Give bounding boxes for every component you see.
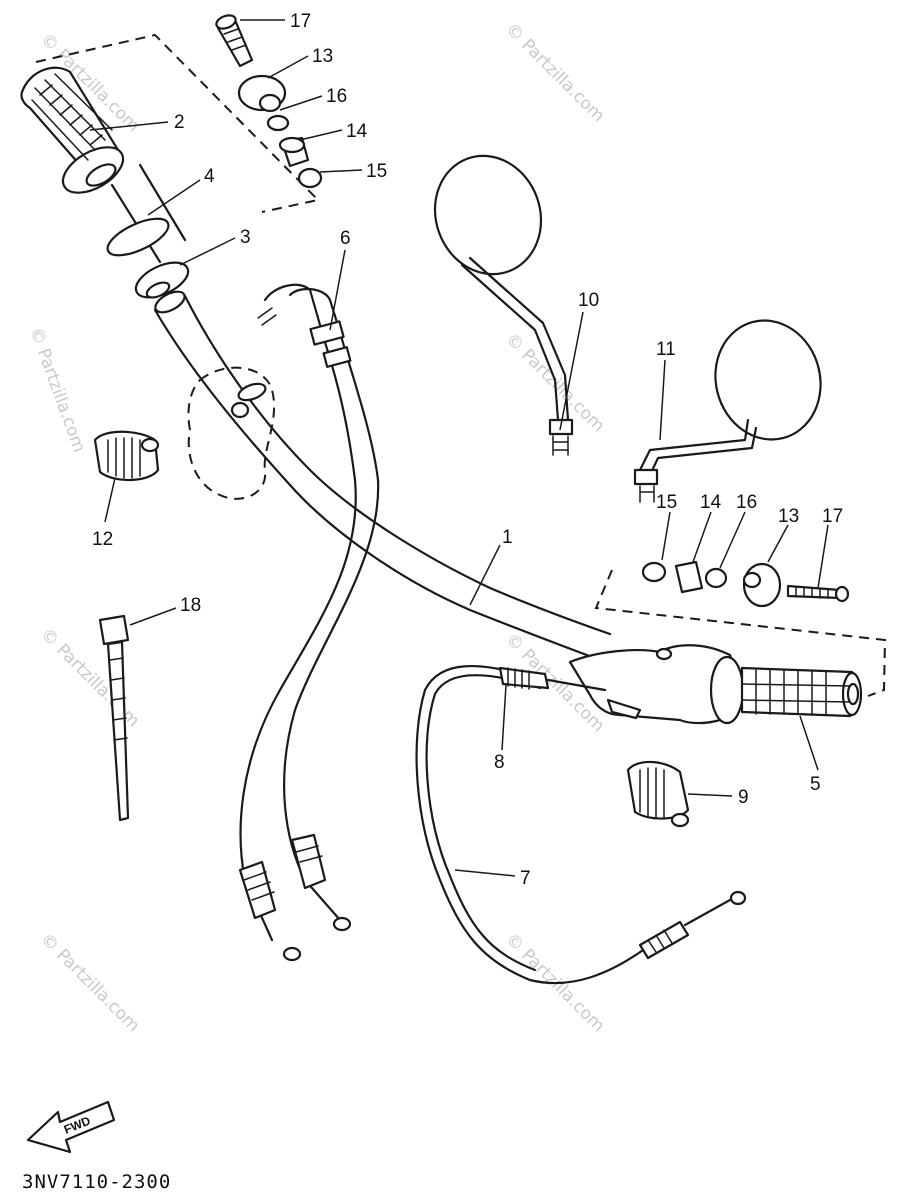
- cable-holder-12: [93, 430, 160, 482]
- throttle-cables: [238, 283, 380, 962]
- callout-9: 9: [738, 787, 749, 808]
- bar-end-set-right: [641, 560, 850, 608]
- callout-10: 10: [578, 290, 599, 311]
- callout-15: 15: [366, 161, 387, 182]
- callout-14: 14: [346, 121, 368, 142]
- callout-13: 13: [778, 506, 799, 527]
- callout-7: 7: [520, 868, 531, 889]
- callout-16: 16: [736, 492, 757, 513]
- leader-lines: [89, 19, 829, 877]
- callout-16: 16: [326, 86, 347, 107]
- callout-6: 6: [340, 228, 351, 249]
- throttle-tube: [106, 163, 190, 299]
- fwd-arrow: FWD: [26, 1100, 116, 1154]
- throttle-housing: [187, 366, 276, 500]
- callout-15: 15: [656, 492, 677, 513]
- callout-3: 3: [240, 227, 251, 248]
- mirror-11: [633, 319, 822, 503]
- callout-4: 4: [204, 166, 215, 187]
- callout-17: 17: [822, 506, 843, 527]
- callouts: 17 13 16 14 15 2 4 3 6 10 11 12 1 18 15 …: [92, 11, 843, 889]
- clutch-cable: [415, 665, 747, 985]
- left-grip: [20, 66, 125, 194]
- bracket-right: [594, 569, 887, 697]
- watermark: © Partzilla.com: [36, 929, 143, 1036]
- callout-1: 1: [502, 527, 513, 548]
- diagram-code: 3NV7110-2300: [22, 1171, 171, 1193]
- callout-11: 11: [656, 339, 676, 360]
- callout-5: 5: [810, 774, 821, 795]
- bracket-left: [35, 33, 320, 213]
- callout-2: 2: [174, 112, 185, 133]
- watermark: © Partzilla.com: [25, 325, 89, 455]
- cable-holder-9: [626, 760, 690, 828]
- callout-8: 8: [494, 752, 505, 773]
- watermark: © Partzilla.com: [501, 19, 608, 126]
- right-grip: [568, 644, 863, 725]
- cable-tie: [98, 614, 130, 822]
- callout-14: 14: [700, 492, 722, 513]
- callout-12: 12: [92, 529, 113, 550]
- callout-13: 13: [312, 46, 333, 67]
- callout-17: 17: [290, 11, 311, 32]
- bar-end-set-top: [215, 14, 323, 189]
- callout-18: 18: [180, 595, 201, 616]
- mirror-10: [433, 154, 574, 456]
